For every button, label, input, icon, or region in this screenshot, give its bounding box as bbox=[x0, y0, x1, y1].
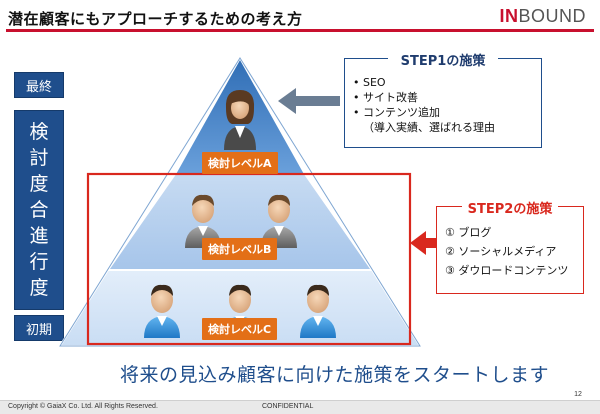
side-top-label: 最終 bbox=[14, 72, 64, 98]
level-a-label: 検討レベルA bbox=[202, 152, 278, 174]
logo-bound: BOUND bbox=[518, 6, 586, 26]
slide-title: 潜在顧客にもアプローチするための考え方 bbox=[8, 10, 303, 28]
list-item: ① ブログ bbox=[445, 226, 492, 239]
level-c-label: 検討レベルC bbox=[202, 318, 278, 340]
step2-title: STEP2の施策 bbox=[462, 198, 558, 217]
side-char: 討 bbox=[29, 147, 49, 169]
side-char: 行 bbox=[29, 251, 49, 273]
footer-bar bbox=[0, 400, 600, 414]
step1-sub-note: （導入実績、選ばれる理由 bbox=[363, 121, 495, 134]
list-item: ② ソーシャルメディア bbox=[445, 245, 557, 258]
logo-in: IN bbox=[499, 6, 519, 26]
person-icon bbox=[144, 284, 180, 338]
person-icon bbox=[300, 284, 336, 338]
person-icon bbox=[224, 90, 256, 150]
pyramid-outline bbox=[59, 57, 421, 347]
title-rule bbox=[6, 29, 594, 32]
side-char: 合 bbox=[29, 199, 49, 221]
side-char: 度 bbox=[29, 173, 49, 195]
side-char: 検 bbox=[29, 121, 49, 143]
page-number: 12 bbox=[574, 391, 582, 398]
confidential-text: CONFIDENTIAL bbox=[262, 403, 314, 410]
list-item: コンテンツ追加 bbox=[353, 105, 533, 120]
bottom-message: 将来の見込み顧客に向けた施策をスタートします bbox=[120, 364, 550, 386]
step1-box: SEO サイト改善 コンテンツ追加 （導入実績、選ばれる理由 bbox=[344, 58, 542, 148]
step2-box: ① ブログ ② ソーシャルメディア ③ ダウロードコンテンツ bbox=[436, 206, 584, 294]
step2-highlight-box bbox=[86, 172, 412, 346]
side-bottom-label: 初期 bbox=[14, 315, 64, 341]
step1-list: SEO サイト改善 コンテンツ追加 bbox=[353, 75, 533, 120]
side-char: 度 bbox=[29, 277, 49, 299]
level-b-label: 検討レベルB bbox=[202, 238, 278, 260]
list-item: ③ ダウロードコンテンツ bbox=[445, 264, 569, 277]
step1-arrow bbox=[278, 88, 340, 114]
copyright-text: Copyright © GaiaX Co. Ltd. All Rights Re… bbox=[8, 403, 158, 410]
side-middle-label: 検 討 度 合 進 行 度 bbox=[14, 110, 64, 310]
inbound-logo: INBOUND bbox=[499, 6, 586, 27]
list-item: SEO bbox=[353, 75, 533, 90]
step1-title: STEP1の施策 bbox=[388, 50, 498, 69]
side-char: 進 bbox=[29, 225, 49, 247]
step2-arrow bbox=[410, 231, 436, 255]
pyramid-diagram bbox=[58, 55, 436, 347]
step2-list: ① ブログ ② ソーシャルメディア ③ ダウロードコンテンツ bbox=[445, 223, 575, 280]
list-item: サイト改善 bbox=[353, 90, 533, 105]
